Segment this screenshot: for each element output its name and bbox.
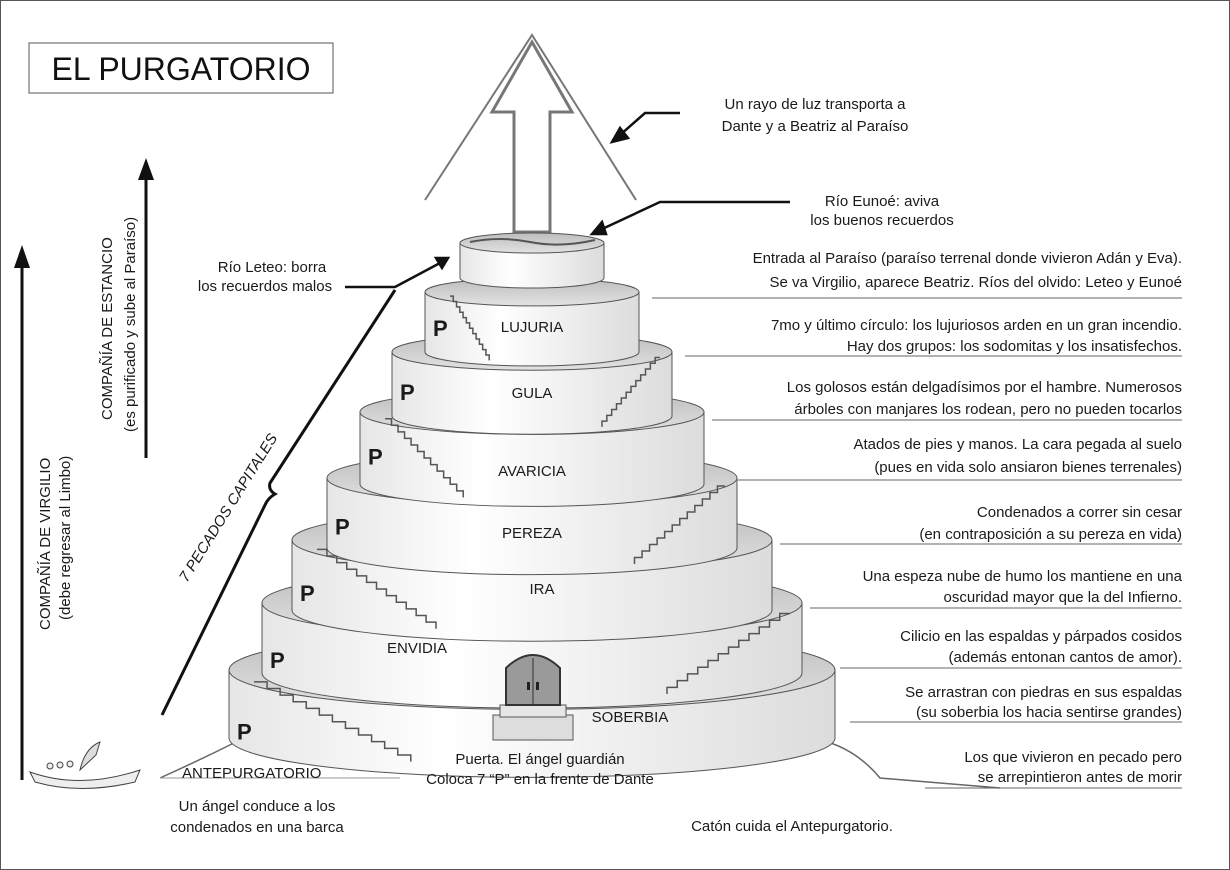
tier-lujuria: P LUJURIA	[424, 277, 640, 367]
virgilio-label: COMPAÑÍA DE VIRGILIO	[37, 458, 54, 630]
light-ray	[424, 33, 637, 234]
note-line-2: (su soberbia los hacia sentirse grandes)	[916, 704, 1182, 721]
pecados-brace	[160, 289, 397, 716]
annotations: Entrada al Paraíso (paraíso terrenal don…	[652, 250, 1183, 789]
note-line-1: Condenados a correr sin cesar	[977, 504, 1182, 521]
tier-label: AVARICIA	[498, 463, 566, 480]
p-mark: P	[400, 380, 415, 405]
caton-text: Catón cuida el Antepurgatorio.	[691, 818, 893, 835]
stairs-icon	[633, 485, 725, 564]
river-icon	[469, 238, 596, 246]
note-line-1: Los golosos están delgadísimos por el ha…	[787, 379, 1182, 396]
up-arrow-icon	[489, 38, 575, 234]
note-line-1: Los que vivieron en pecado pero	[964, 749, 1182, 766]
stairs-icon	[385, 417, 464, 498]
note-2: Los golosos están delgadísimos por el ha…	[712, 379, 1182, 421]
stairs-icon	[317, 548, 437, 629]
p-mark: P	[335, 515, 350, 540]
barca-text-2: condenados en una barca	[170, 819, 344, 836]
tier-label: LUJURIA	[501, 319, 564, 336]
note-6: Cilicio en las espaldas y párpados cosid…	[840, 628, 1182, 669]
door-icon	[492, 654, 574, 741]
note-line-1: Entrada al Paraíso (paraíso terrenal don…	[753, 250, 1182, 267]
note-line-2: (además entonan cantos de amor).	[949, 649, 1182, 666]
barca-text-1: Un ángel conduce a los	[179, 798, 336, 815]
tier-label: GULA	[512, 385, 553, 402]
title-box: EL PURGATORIO	[28, 42, 334, 94]
tier-label: PEREZA	[502, 525, 562, 542]
note-line-1: Una espeza nube de humo los mantiene en …	[863, 568, 1183, 585]
note-line-2: Se va Virgilio, aparece Beatriz. Ríos de…	[770, 274, 1182, 291]
paradise-top	[459, 232, 605, 289]
leteo-text-1: Río Leteo: borra	[218, 259, 327, 276]
note-line-1: Atados de pies y manos. La cara pegada a…	[853, 436, 1182, 453]
stairs-icon	[666, 612, 790, 695]
rayo-text-1: Un rayo de luz transporta a	[725, 96, 907, 113]
estancio-arrow	[138, 158, 154, 458]
virgilio-arrow	[14, 245, 30, 780]
tier-label: SOBERBIA	[592, 709, 669, 726]
note-4: Condenados a correr sin cesar (en contrap…	[780, 504, 1182, 545]
page-title: EL PURGATORIO	[51, 51, 310, 87]
rayo-text-2: Dante y a Beatriz al Paraíso	[722, 118, 909, 135]
antepurgatorio-label: ANTEPURGATORIO	[182, 765, 321, 782]
note-line-2: oscuridad mayor que la del Infierno.	[944, 589, 1182, 606]
p-mark: P	[433, 316, 448, 341]
pointer-arrows	[345, 111, 790, 289]
estancio-sublabel: (es purificado y sube al Paraíso)	[122, 217, 139, 432]
note-line-2: Hay dos grupos: los sodomitas y los insa…	[847, 338, 1182, 355]
p-mark: P	[368, 444, 383, 469]
note-5: Una espeza nube de humo los mantiene en …	[810, 568, 1183, 609]
virgilio-sublabel: (debe regresar al Limbo)	[57, 456, 74, 620]
tier-label: ENVIDIA	[387, 640, 447, 657]
eunoe-text-1: Río Eunoé: aviva	[825, 193, 940, 210]
note-0: Entrada al Paraíso (paraíso terrenal don…	[652, 250, 1182, 299]
note-line-2: (en contraposición a su pereza en vida)	[919, 526, 1182, 543]
boat-icon	[28, 741, 141, 789]
puerta-text-2: Coloca 7 “P” en la frente de Dante	[426, 771, 654, 788]
tier-label: IRA	[529, 581, 554, 598]
note-line-2: árboles con manjares los rodean, pero no…	[794, 401, 1182, 418]
stairs-icon	[601, 356, 660, 427]
leteo-text-2: los recuerdos malos	[198, 278, 332, 295]
eunoe-text-2: los buenos recuerdos	[810, 212, 953, 229]
p-mark: P	[270, 648, 285, 673]
note-line-1: Se arrastran con piedras en sus espaldas	[905, 684, 1182, 701]
note-3: Atados de pies y manos. La cara pegada a…	[738, 436, 1182, 481]
note-line-1: 7mo y último círculo: los lujuriosos ard…	[771, 317, 1182, 334]
note-7: Se arrastran con piedras en sus espaldas…	[850, 684, 1182, 723]
note-8: Los que vivieron en pecado pero se arrepi…	[925, 749, 1182, 789]
note-line-1: Cilicio en las espaldas y párpados cosid…	[900, 628, 1182, 645]
stairs-icon	[254, 681, 412, 762]
puerta-text-1: Puerta. El ángel guardián	[455, 751, 624, 768]
p-mark: P	[300, 581, 315, 606]
note-line-2: se arrepintieron antes de morir	[978, 769, 1182, 786]
p-mark: P	[237, 719, 252, 744]
note-line-2: (pues en vida solo ansiaron bienes terre…	[874, 459, 1182, 476]
note-1: 7mo y último círculo: los lujuriosos ard…	[685, 317, 1182, 357]
stairs-icon	[450, 295, 490, 361]
estancio-label: COMPAÑÍA DE ESTANCIO	[99, 237, 116, 420]
